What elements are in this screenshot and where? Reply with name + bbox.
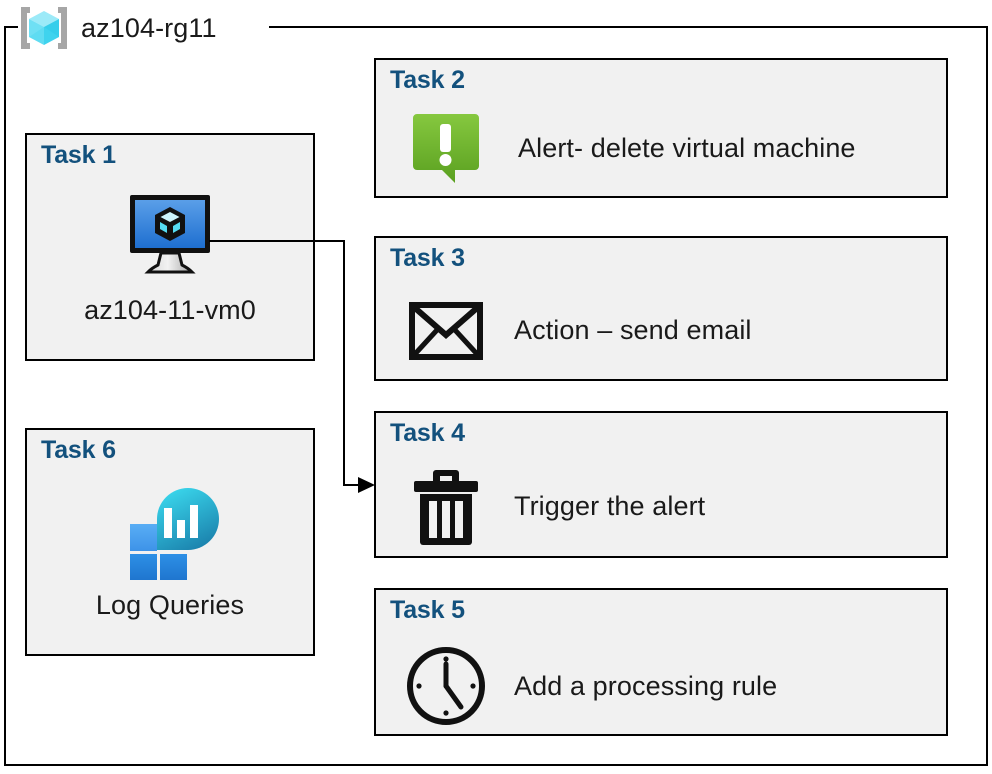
frame-border-right bbox=[986, 26, 988, 766]
resource-group-cube-icon bbox=[21, 7, 67, 49]
connector-segment-horizontal-bottom bbox=[343, 484, 367, 486]
task-caption: Add a processing rule bbox=[514, 670, 778, 701]
clock-icon bbox=[407, 647, 485, 725]
task-label: Task 3 bbox=[390, 244, 465, 272]
task-card-task1[interactable]: Task 1 bbox=[25, 133, 315, 361]
task-label: Task 6 bbox=[41, 436, 116, 464]
task-label: Task 5 bbox=[390, 596, 465, 624]
task-caption: Log Queries bbox=[95, 590, 245, 620]
task-label: Task 2 bbox=[390, 66, 465, 94]
connector-segment-vertical bbox=[343, 240, 345, 485]
task-icon-slot bbox=[400, 301, 492, 360]
task-icon-slot bbox=[400, 645, 492, 727]
task-caption: Alert- delete virtual machine bbox=[518, 132, 856, 163]
alert-bubble-icon bbox=[413, 114, 479, 183]
task-caption: Trigger the alert bbox=[514, 491, 706, 521]
trash-icon bbox=[414, 469, 478, 545]
task-card-task5[interactable]: Task 5 Add a processing rule bbox=[374, 588, 948, 736]
task-icon-slot bbox=[400, 110, 492, 186]
task-caption: az104-11-vm0 bbox=[84, 295, 256, 325]
task-label: Task 4 bbox=[390, 419, 465, 447]
task-icon-slot bbox=[120, 478, 220, 582]
connector-segment-horizontal-top bbox=[209, 240, 345, 242]
task-card-task2[interactable]: Task 2 Alert- delete virtual machine bbox=[374, 58, 948, 198]
frame-border-top-left bbox=[4, 26, 19, 28]
virtual-machine-icon bbox=[130, 195, 210, 274]
log-analytics-icon bbox=[130, 488, 219, 580]
frame-border-bottom bbox=[4, 764, 988, 766]
task-card-task3[interactable]: Task 3 Action – send email bbox=[374, 236, 948, 381]
frame-border-top-right bbox=[269, 26, 988, 28]
resource-group-header: az104-rg11 bbox=[18, 2, 225, 54]
arrowhead-right-icon bbox=[358, 477, 375, 493]
task-caption: Action – send email bbox=[514, 315, 752, 345]
task-icon-slot bbox=[400, 468, 492, 546]
task-label: Task 1 bbox=[41, 141, 116, 169]
task-card-task6[interactable]: Task 6 bbox=[25, 428, 315, 656]
frame-border-left bbox=[4, 26, 6, 766]
task-card-task4[interactable]: Task 4 Trigger the alert bbox=[374, 411, 948, 558]
resource-group-title: az104-rg11 bbox=[81, 12, 217, 43]
task-icon-slot bbox=[121, 183, 219, 287]
envelope-icon bbox=[409, 301, 483, 360]
